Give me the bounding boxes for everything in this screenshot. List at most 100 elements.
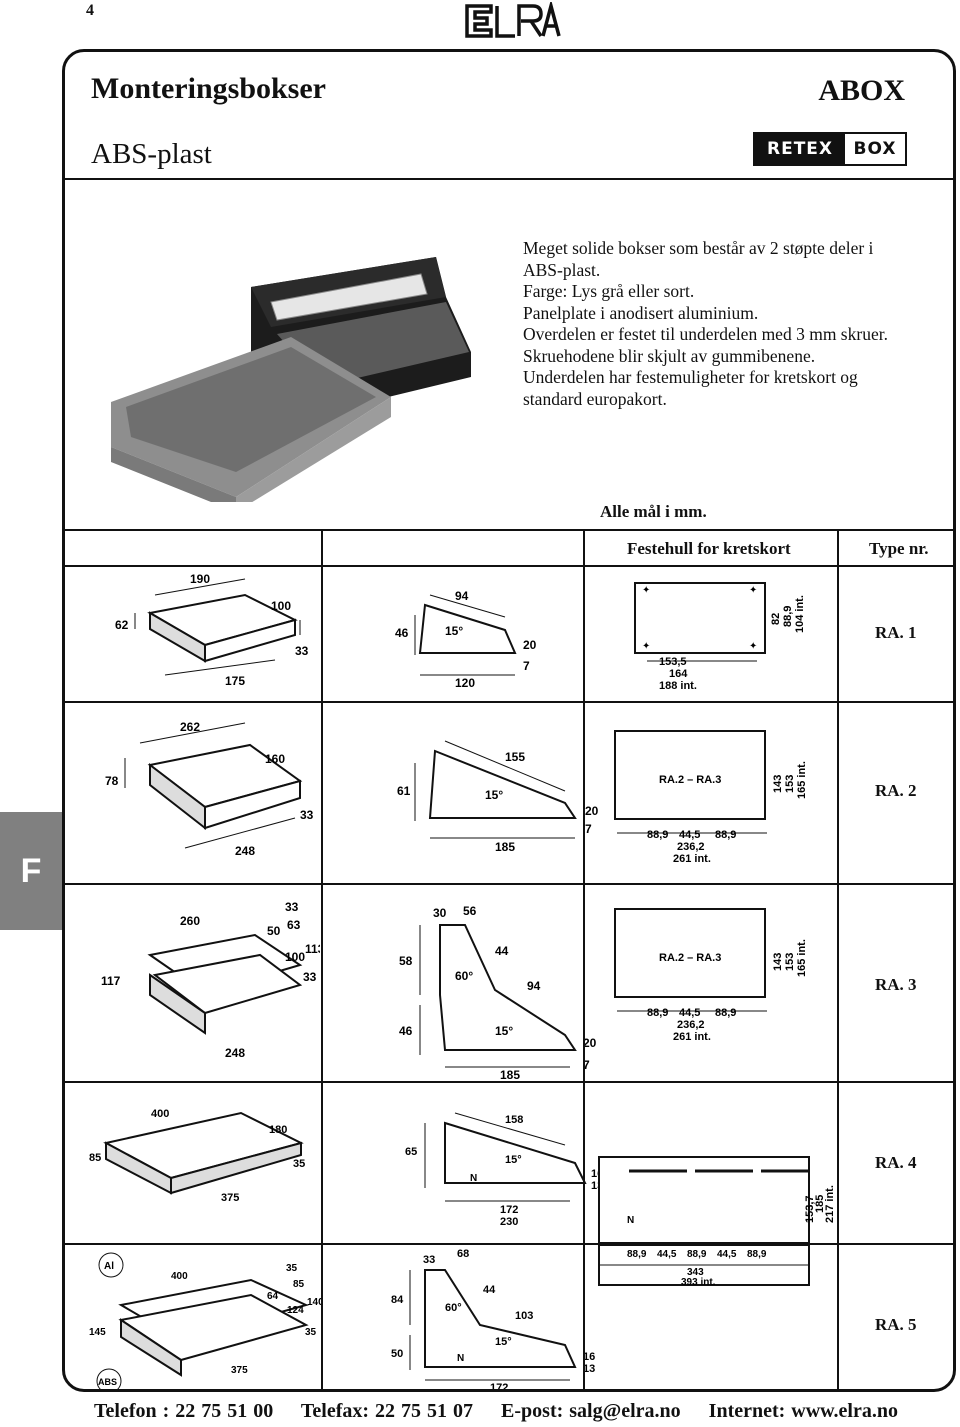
svg-text:400: 400 xyxy=(171,1271,188,1282)
svg-text:88,9: 88,9 xyxy=(715,829,736,841)
svg-text:94: 94 xyxy=(527,979,541,993)
mounting-hole-drawing: RA.2 – RA.3 88,9 44,5 88,9 236,2 261 int… xyxy=(587,885,837,1081)
svg-text:N: N xyxy=(457,1353,464,1364)
svg-text:236,2: 236,2 xyxy=(677,841,705,853)
svg-text:230: 230 xyxy=(500,1216,518,1228)
footer-email: E-post: salg@elra.no xyxy=(501,1400,681,1422)
table-divider xyxy=(837,531,839,1389)
svg-text:217 int.: 217 int. xyxy=(824,1185,836,1223)
svg-text:153: 153 xyxy=(784,953,796,971)
svg-text:120: 120 xyxy=(455,676,475,690)
svg-text:35: 35 xyxy=(293,1158,305,1170)
svg-text:262: 262 xyxy=(180,720,200,734)
type-number: RA. 1 xyxy=(875,623,917,642)
svg-text:153: 153 xyxy=(784,775,796,793)
svg-text:88,9: 88,9 xyxy=(647,1007,668,1019)
svg-text:100: 100 xyxy=(285,950,305,964)
units-note: Alle mål i mm. xyxy=(600,502,707,521)
page-header: Monteringsbokser ABS-plast ABOX RETEX BO… xyxy=(65,52,953,180)
svg-text:260: 260 xyxy=(180,914,200,928)
elra-logo xyxy=(461,0,561,40)
description-line: Underdelen har festemuligheter for krets… xyxy=(523,367,858,387)
svg-text:ABS: ABS xyxy=(98,1377,117,1387)
isometric-drawing: 190 100 62 33 175 xyxy=(95,565,315,701)
svg-text:117: 117 xyxy=(101,974,121,988)
svg-text:✦: ✦ xyxy=(642,641,650,652)
svg-text:65: 65 xyxy=(405,1146,417,1158)
product-name: ABOX xyxy=(818,74,905,107)
dim-label: 100 xyxy=(271,599,291,613)
svg-text:15°: 15° xyxy=(495,1024,513,1038)
svg-text:88,9: 88,9 xyxy=(782,606,794,627)
svg-text:343: 343 xyxy=(687,1267,704,1278)
svg-text:46: 46 xyxy=(399,1024,413,1038)
page-title: Monteringsbokser xyxy=(91,72,326,105)
svg-text:13: 13 xyxy=(583,1363,595,1375)
table-row: 190 100 62 33 175 94 15° 46 20 120 xyxy=(65,565,953,703)
svg-text:158: 158 xyxy=(505,1114,523,1126)
svg-text:103: 103 xyxy=(515,1310,533,1322)
svg-text:44,5: 44,5 xyxy=(717,1249,737,1260)
svg-text:58: 58 xyxy=(399,954,413,968)
description-line: Meget solide bokser som består av 2 støp… xyxy=(523,238,874,258)
svg-text:35: 35 xyxy=(305,1327,317,1338)
svg-text:236,2: 236,2 xyxy=(677,1019,705,1031)
svg-text:375: 375 xyxy=(221,1192,239,1204)
svg-text:68: 68 xyxy=(457,1248,469,1260)
table-row: 260 33 50 63 100 113 117 33 248 30 xyxy=(65,885,953,1083)
svg-text:153,5: 153,5 xyxy=(659,656,687,668)
side-profile-drawing: 155 15° 61 20 185 7 xyxy=(385,703,605,883)
svg-text:7: 7 xyxy=(585,822,592,836)
svg-text:185: 185 xyxy=(814,1195,826,1213)
dim-label: 190 xyxy=(190,572,210,586)
svg-text:60°: 60° xyxy=(445,1302,462,1314)
svg-text:248: 248 xyxy=(225,1046,245,1060)
description-line: Panelplate i anodisert aluminium. xyxy=(523,302,759,323)
table-row: 400 180 85 35 375 158 15° 65 16 13 xyxy=(65,1083,953,1245)
type-number: RA. 4 xyxy=(875,1153,917,1172)
svg-text:261 int.: 261 int. xyxy=(673,853,711,865)
svg-text:165 int.: 165 int. xyxy=(796,939,808,977)
svg-text:172: 172 xyxy=(490,1382,508,1392)
svg-text:15°: 15° xyxy=(505,1154,522,1166)
svg-text:188 int.: 188 int. xyxy=(659,680,697,692)
type-number: RA. 5 xyxy=(875,1315,917,1334)
svg-text:50: 50 xyxy=(267,924,281,938)
svg-text:393 int.: 393 int. xyxy=(681,1277,716,1288)
svg-text:88,9: 88,9 xyxy=(715,1007,736,1019)
dim-label: 33 xyxy=(295,644,309,658)
dimension-table: Festehull for kretskort Type nr. 190 100… xyxy=(65,529,953,1389)
svg-text:16: 16 xyxy=(583,1351,595,1363)
svg-text:88,9: 88,9 xyxy=(687,1249,707,1260)
svg-text:30: 30 xyxy=(433,906,447,920)
section-tab: F xyxy=(0,812,62,930)
svg-text:44,5: 44,5 xyxy=(679,829,700,841)
footer-fax: Telefax: 22 75 51 07 xyxy=(300,1400,474,1422)
svg-text:15°: 15° xyxy=(495,1336,512,1348)
mounting-hole-drawing: RA.2 – RA.3 88,9 44,5 88,9 236,2 261 int… xyxy=(587,703,837,883)
side-profile-drawing: 33 68 44 84 60° 103 50 15° 16 13 172 230… xyxy=(365,1245,605,1392)
page-subtitle: ABS-plast xyxy=(91,138,212,170)
svg-text:20: 20 xyxy=(523,638,537,652)
svg-text:155: 155 xyxy=(505,750,525,764)
type-number: RA. 3 xyxy=(875,975,917,994)
svg-text:N: N xyxy=(470,1173,477,1184)
table-row: 262 160 78 33 248 155 15° 61 20 18 xyxy=(65,703,953,885)
svg-text:15°: 15° xyxy=(485,788,503,802)
footer-phone: Telefon : 22 75 51 00 xyxy=(94,1400,274,1422)
svg-text:✦: ✦ xyxy=(642,585,650,596)
svg-text:20: 20 xyxy=(583,1036,597,1050)
dim-label: 62 xyxy=(115,618,129,632)
table-header: Festehull for kretskort Type nr. xyxy=(65,531,953,567)
svg-text:✦: ✦ xyxy=(749,585,757,596)
svg-text:84: 84 xyxy=(391,1294,404,1306)
svg-text:82: 82 xyxy=(770,613,782,625)
page-number: 4 xyxy=(86,2,94,19)
svg-text:143: 143 xyxy=(772,953,784,971)
description-line: standard europakort. xyxy=(523,388,667,409)
svg-text:33: 33 xyxy=(285,900,299,914)
product-photo xyxy=(101,202,491,512)
svg-text:44: 44 xyxy=(483,1284,496,1296)
retexbox-logo: RETEX BOX xyxy=(753,132,907,166)
dim-label: 175 xyxy=(225,674,245,688)
